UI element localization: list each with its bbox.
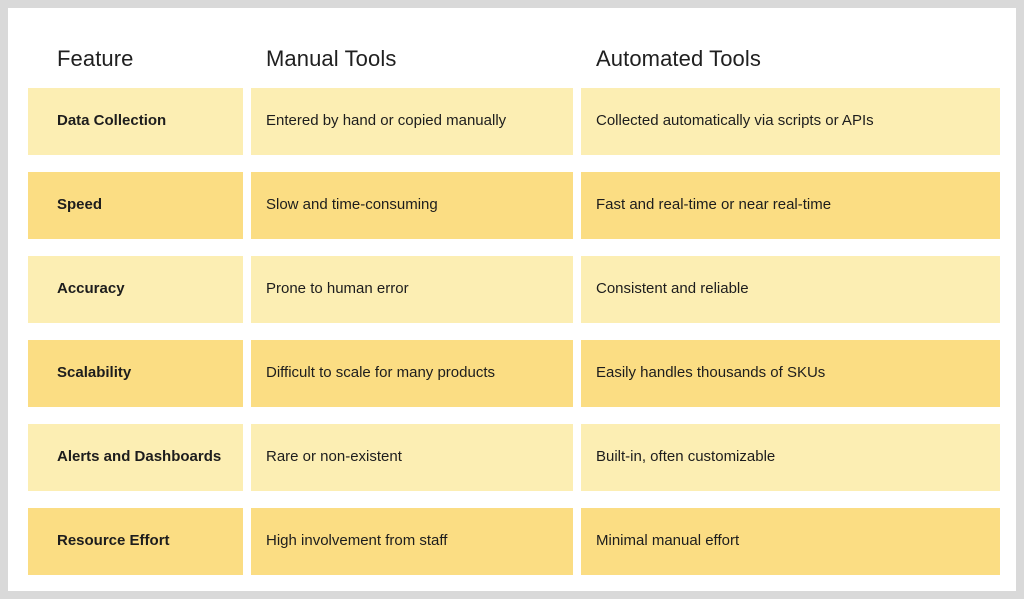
cell-feature: Speed [28, 172, 243, 239]
cell-feature: Alerts and Dashboards [28, 424, 243, 491]
table-row: Speed Slow and time-consuming Fast and r… [28, 172, 1000, 239]
cell-feature: Resource Effort [28, 508, 243, 575]
column-header-manual-tools: Manual Tools [266, 46, 397, 71]
table-row: Resource Effort High involvement from st… [28, 508, 1000, 575]
table-row: Accuracy Prone to human error Consistent… [28, 256, 1000, 323]
cell-automated-tools: Minimal manual effort [581, 508, 1000, 575]
table-header-row: Feature Manual Tools Automated Tools [28, 30, 1000, 88]
cell-manual-tools: Rare or non-existent [251, 424, 573, 491]
cell-manual-tools: Prone to human error [251, 256, 573, 323]
comparison-table: Feature Manual Tools Automated Tools Dat… [28, 30, 1000, 591]
comparison-table-card: Feature Manual Tools Automated Tools Dat… [8, 8, 1016, 591]
cell-manual-tools: Entered by hand or copied manually [251, 88, 573, 155]
table-row: Alerts and Dashboards Rare or non-existe… [28, 424, 1000, 491]
cell-feature: Scalability [28, 340, 243, 407]
cell-automated-tools: Fast and real-time or near real-time [581, 172, 1000, 239]
table-row: Data Collection Entered by hand or copie… [28, 88, 1000, 155]
cell-feature: Accuracy [28, 256, 243, 323]
cell-automated-tools: Easily handles thousands of SKUs [581, 340, 1000, 407]
cell-manual-tools: Difficult to scale for many products [251, 340, 573, 407]
cell-automated-tools: Collected automatically via scripts or A… [581, 88, 1000, 155]
cell-automated-tools: Built-in, often customizable [581, 424, 1000, 491]
table-row: Scalability Difficult to scale for many … [28, 340, 1000, 407]
cell-manual-tools: Slow and time-consuming [251, 172, 573, 239]
column-header-feature: Feature [57, 46, 134, 71]
cell-automated-tools: Consistent and reliable [581, 256, 1000, 323]
cell-manual-tools: High involvement from staff [251, 508, 573, 575]
cell-feature: Data Collection [28, 88, 243, 155]
column-header-automated-tools: Automated Tools [596, 46, 761, 71]
